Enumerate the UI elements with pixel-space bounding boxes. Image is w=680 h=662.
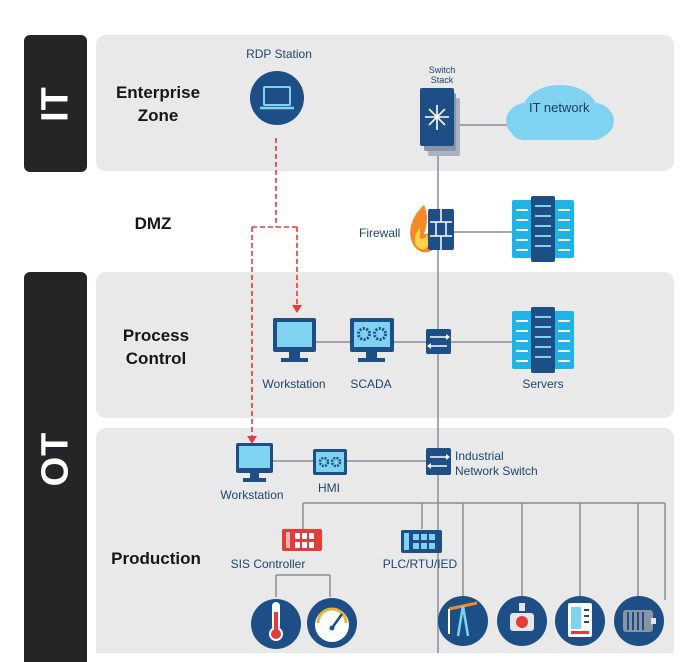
plc-rtu-ied-icon xyxy=(401,530,442,553)
it-network-cloud-icon xyxy=(506,85,614,140)
switch-stack-icon xyxy=(420,88,460,156)
enterprise-zone-label: Enterprise Zone xyxy=(108,81,208,127)
switch-stack-line2: Stack xyxy=(430,75,454,85)
hmi-label: HMI xyxy=(318,481,340,495)
industrial-switch-line2: Network Switch xyxy=(455,464,538,478)
it-network-label: IT network xyxy=(529,100,590,115)
sis-controller-label: SIS Controller xyxy=(230,557,306,571)
ot-sidebar: OT xyxy=(24,272,87,662)
enterprise-zone-line1: Enterprise xyxy=(115,83,201,102)
dmz-server-icon xyxy=(512,196,574,262)
arrowhead-workstation xyxy=(292,305,302,313)
production-workstation-icon xyxy=(236,443,273,482)
connection-lines xyxy=(273,124,666,653)
rdp-station-label: RDP Station xyxy=(246,47,312,61)
switch-stack-line1: Switch xyxy=(428,65,456,75)
process-workstation-label: Workstation xyxy=(262,377,326,391)
scada-icon xyxy=(350,318,394,362)
thermometer-device-icon xyxy=(251,599,301,649)
process-control-line1: Process xyxy=(122,326,190,345)
process-servers-icon xyxy=(512,307,574,373)
sis-controller-icon xyxy=(282,529,322,551)
process-control-label: Process Control xyxy=(106,324,206,370)
rdp-station-icon xyxy=(250,71,304,125)
plc-rtu-ied-label: PLC/RTU/IED xyxy=(382,557,458,571)
process-control-line2: Control xyxy=(125,349,187,368)
industrial-switch-label: Industrial Network Switch xyxy=(455,449,538,479)
dmz-label: DMZ xyxy=(134,214,172,233)
industrial-switch-line1: Industrial xyxy=(455,449,504,463)
process-workstation-icon xyxy=(273,318,316,362)
production-workstation-label: Workstation xyxy=(220,488,284,502)
process-switch-icon xyxy=(426,329,451,354)
firewall-label: Firewall xyxy=(359,226,401,240)
meter-device-icon xyxy=(555,596,605,646)
pressure-gauge-device-icon xyxy=(307,598,357,648)
enterprise-zone-line2: Zone xyxy=(137,106,179,125)
servers-label: Servers xyxy=(522,377,564,391)
it-sidebar: IT xyxy=(24,35,87,172)
industrial-switch-icon xyxy=(426,448,451,475)
valve-device-icon xyxy=(497,596,547,646)
hmi-icon xyxy=(313,449,347,475)
motor-device-icon xyxy=(614,596,664,646)
switch-stack-label: Switch Stack xyxy=(429,65,456,85)
pump-jack-device-icon xyxy=(438,596,488,646)
rdp-dashed-path xyxy=(251,138,298,436)
production-label: Production xyxy=(111,549,201,568)
arrowhead-production-workstation xyxy=(247,436,257,444)
firewall-icon xyxy=(410,205,454,253)
scada-label: SCADA xyxy=(350,377,392,391)
